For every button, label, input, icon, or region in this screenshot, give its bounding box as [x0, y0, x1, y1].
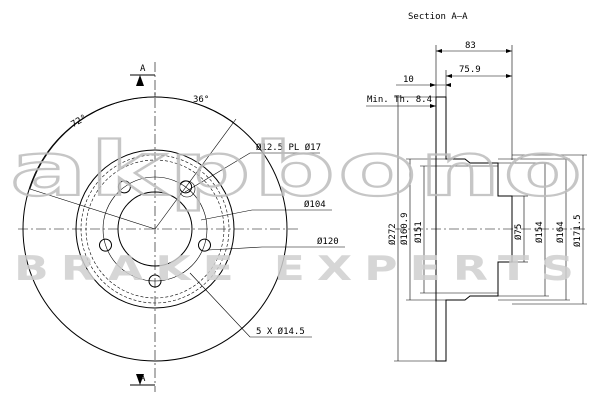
section-marker-top-label: A: [140, 64, 146, 74]
bolt-hole: [99, 238, 112, 252]
disc-inner-friction-circle: [75, 149, 235, 309]
angle-arc-36: [154, 96, 234, 123]
dim-1609-label: Ø160.9: [399, 212, 410, 245]
watermark-brand: akpbono: [10, 127, 585, 213]
section-title: Section A–A: [408, 12, 468, 22]
section-arrow-top: [136, 75, 144, 86]
pcd-leader: [200, 209, 332, 221]
hat-dashed-circle-outer: [80, 154, 230, 304]
bolt-hole: [148, 274, 162, 288]
bolt-hole: [198, 238, 211, 252]
dim-1715-label: Ø171.5: [572, 214, 583, 247]
watermark-tagline: BRAKE EXPERTS: [14, 249, 586, 289]
watermark: akpbono BRAKE EXPERTS: [9, 126, 586, 289]
dim-154-label: Ø154: [534, 221, 545, 243]
dim-759-arrow-r: [506, 74, 512, 78]
section-marker-bottom-label: A: [140, 374, 146, 384]
dim-83-arrow-r: [506, 49, 512, 53]
hub-label: Ø120: [317, 236, 339, 247]
dim-759-arrow-l: [446, 74, 452, 78]
section-arrow-bottom: [136, 374, 144, 385]
dim-83-arrow-l: [436, 49, 442, 53]
bolt-holes: [99, 180, 211, 288]
dim-759-label: 75.9: [459, 65, 481, 75]
bolt-label: 5 X Ø14.5: [256, 326, 305, 337]
angle-ray-36: [154, 118, 237, 230]
hole-counterbore: [178, 180, 196, 198]
pcd-circle: [102, 176, 208, 282]
front-view: A A 36° 72° Ø12.5 PL Ø17 Ø104 Ø120: [18, 62, 345, 392]
hole-label: Ø12.5 PL Ø17: [256, 142, 321, 153]
dim-83-label: 83: [465, 41, 476, 51]
hole-leader: [184, 152, 320, 193]
dim-75-label: Ø75: [513, 224, 524, 240]
hub-leader: [207, 246, 345, 251]
dim-10-arrow-r: [430, 83, 436, 87]
angle-36-label: 36°: [193, 95, 209, 105]
min-th-label: Min. Th. 8.4: [367, 95, 432, 105]
hat-dashed-circle-inner: [85, 159, 225, 299]
min-th-arrow: [430, 104, 436, 108]
dim-151-label: Ø151: [413, 221, 424, 243]
dim-272-label: Ø272: [387, 223, 398, 245]
angle-ray-72: [29, 188, 156, 230]
centre-bore-circle: [117, 191, 193, 267]
dim-10-label: 10: [403, 75, 414, 85]
section-view: Section A–A 83 75.9 10 Min. Th. 8.4: [366, 12, 587, 362]
bolt-hole: [117, 180, 131, 194]
pcd-label: Ø104: [304, 199, 326, 210]
angle-arc-72: [29, 96, 156, 190]
bolt-leader: [189, 272, 312, 338]
dim-164-label: Ø164: [555, 221, 566, 243]
dim-10-arrow-l: [445, 83, 451, 87]
